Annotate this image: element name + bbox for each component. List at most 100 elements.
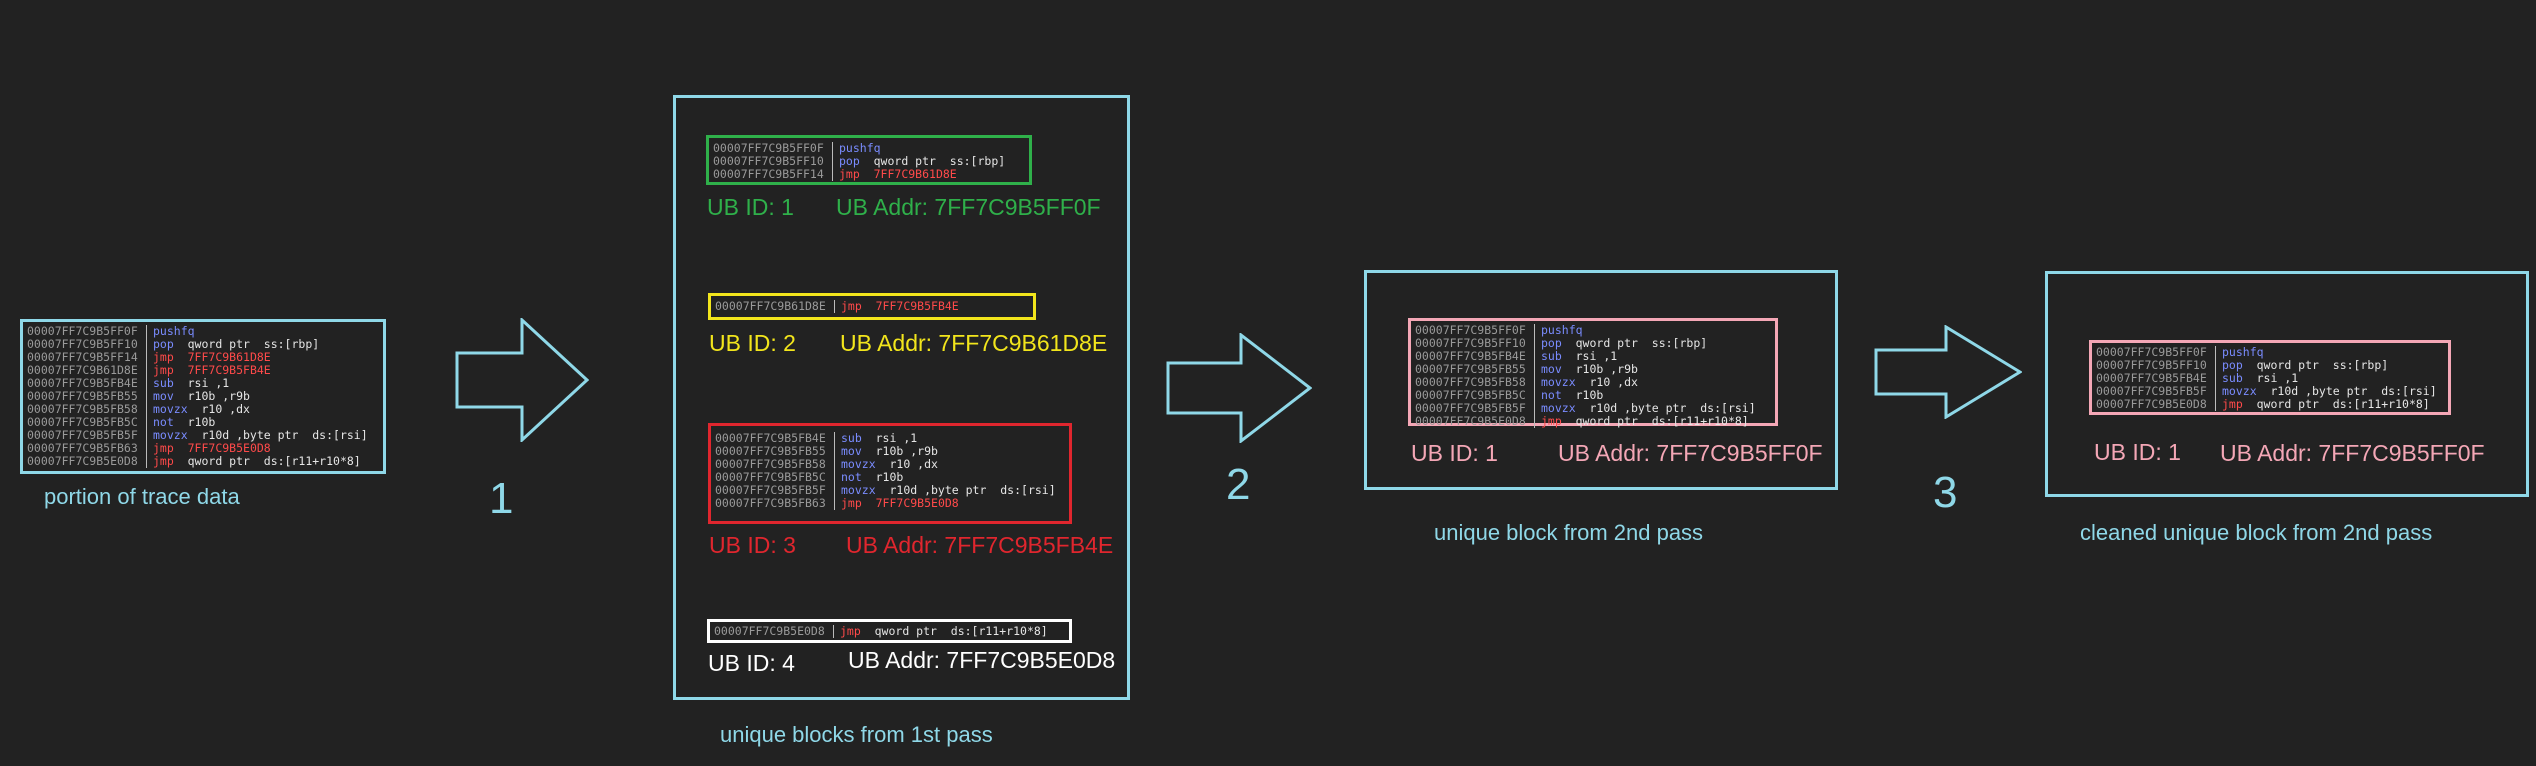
- instruction-address: 00007FF7C9B5FB55: [1411, 363, 1535, 376]
- operands: r10b: [861, 470, 904, 484]
- operands: r10b ,r9b: [861, 444, 938, 458]
- operands: r10b: [173, 415, 216, 429]
- instruction-address: 00007FF7C9B5FF10: [1411, 337, 1535, 350]
- instruction-address: 00007FF7C9B5E0D8: [1411, 415, 1535, 428]
- mnemonic: pop: [2222, 358, 2243, 372]
- mnemonic: movzx: [1541, 401, 1576, 415]
- code-line: 00007FF7C9B5E0D8 jmp qword ptr ds:[r11+r1…: [2092, 398, 2448, 411]
- instruction-address: 00007FF7C9B5FF0F: [2092, 346, 2216, 359]
- operands: qword ptr ds:[r11+r10*8]: [2242, 397, 2430, 411]
- pass1-caption: unique blocks from 1st pass: [720, 722, 993, 747]
- instruction-address: 00007FF7C9B5FB63: [23, 442, 147, 455]
- instruction-address: 00007FF7C9B61D8E: [711, 300, 835, 313]
- instruction-address: 00007FF7C9B5FB5C: [23, 416, 147, 429]
- instruction-text: jmp qword ptr ds:[r11+r10*8]: [1535, 415, 1749, 428]
- instruction-address: 00007FF7C9B5FB55: [711, 445, 835, 458]
- arrow-right-icon: [455, 318, 589, 442]
- mnemonic: pushfq: [2222, 345, 2264, 359]
- instruction-address: 00007FF7C9B5E0D8: [2092, 398, 2216, 411]
- instruction-text: sub rsi ,1: [835, 432, 917, 445]
- operands: r10b ,r9b: [1561, 362, 1638, 376]
- instruction-text: pop qword ptr ss:[rbp]: [147, 338, 319, 351]
- mnemonic: movzx: [1541, 375, 1576, 389]
- instruction-address: 00007FF7C9B5FB58: [711, 458, 835, 471]
- operands: qword ptr ss:[rbp]: [2242, 358, 2389, 372]
- code-line: 00007FF7C9B5FF0F pushfq: [2092, 346, 2448, 359]
- instruction-text: pushfq: [1535, 324, 1583, 337]
- mnemonic: movzx: [841, 457, 876, 471]
- instruction-text: jmp 7FF7C9B5E0D8: [835, 497, 959, 510]
- operands: rsi ,1: [861, 431, 918, 445]
- instruction-address: 00007FF7C9B5FB5F: [711, 484, 835, 497]
- instruction-address: 00007FF7C9B5FB5F: [23, 429, 147, 442]
- instruction-text: mov r10b ,r9b: [835, 445, 938, 458]
- instruction-address: 00007FF7C9B5FB4E: [2092, 372, 2216, 385]
- instruction-text: jmp qword ptr ds:[r11+r10*8]: [834, 625, 1048, 638]
- instruction-text: movzx r10 ,dx: [835, 458, 938, 471]
- instruction-text: jmp 7FF7C9B5E0D8: [147, 442, 271, 455]
- instruction-address: 00007FF7C9B5FF14: [23, 351, 147, 364]
- mnemonic: not: [1541, 388, 1562, 402]
- operands: qword ptr ds:[r11+r10*8]: [860, 624, 1048, 638]
- mnemonic: movzx: [2222, 384, 2257, 398]
- instruction-address: 00007FF7C9B5E0D8: [710, 625, 834, 638]
- instruction-text: jmp 7FF7C9B61D8E: [833, 168, 957, 181]
- mnemonic: jmp: [2222, 397, 2243, 411]
- instruction-address: 00007FF7C9B5FF0F: [709, 142, 833, 155]
- mnemonic: movzx: [153, 402, 188, 416]
- instruction-text: pushfq: [833, 142, 881, 155]
- instruction-text: pop qword ptr ss:[rbp]: [833, 155, 1005, 168]
- instruction-text: mov r10b ,r9b: [1535, 363, 1638, 376]
- instruction-address: 00007FF7C9B61D8E: [23, 364, 147, 377]
- arrow-right-icon: [1166, 333, 1312, 443]
- instruction-text: not r10b: [147, 416, 215, 429]
- instruction-text: pop qword ptr ss:[rbp]: [2216, 359, 2388, 372]
- instruction-address: 00007FF7C9B5FF0F: [23, 325, 147, 338]
- mnemonic: mov: [153, 389, 174, 403]
- pass2-addr-label: UB Addr: 7FF7C9B5FF0F: [1558, 440, 1823, 466]
- instruction-text: jmp 7FF7C9B5FB4E: [835, 300, 959, 313]
- mnemonic: pushfq: [153, 324, 195, 338]
- operands: r10 ,dx: [875, 457, 938, 471]
- instruction-text: mov r10b ,r9b: [147, 390, 250, 403]
- code-line: 00007FF7C9B5FF0F pushfq: [23, 325, 383, 338]
- ub4-id-label: UB ID: 4: [708, 650, 795, 676]
- mnemonic: jmp: [153, 454, 174, 468]
- instruction-text: jmp qword ptr ds:[r11+r10*8]: [147, 455, 361, 468]
- pass1-container: [673, 95, 1130, 700]
- instruction-address: 00007FF7C9B5FB5F: [2092, 385, 2216, 398]
- pass2-container: [1364, 270, 1838, 490]
- operands: r10 ,dx: [1575, 375, 1638, 389]
- instruction-text: movzx r10d ,byte ptr ds:[rsi]: [2216, 385, 2437, 398]
- operands: r10 ,dx: [187, 402, 250, 416]
- instruction-address: 00007FF7C9B5FF0F: [1411, 324, 1535, 337]
- instruction-text: not r10b: [1535, 389, 1603, 402]
- ub1-addr-label: UB Addr: 7FF7C9B5FF0F: [836, 194, 1101, 220]
- operands: 7FF7C9B5FB4E: [173, 363, 271, 377]
- operands: qword ptr ss:[rbp]: [859, 154, 1006, 168]
- operands: qword ptr ss:[rbp]: [1561, 336, 1708, 350]
- operands: rsi ,1: [2242, 371, 2299, 385]
- operands: r10d ,byte ptr ds:[rsi]: [2256, 384, 2437, 398]
- instruction-text: pushfq: [147, 325, 195, 338]
- operands: r10b: [1561, 388, 1604, 402]
- pass3-id-label: UB ID: 1: [2094, 439, 2181, 465]
- instruction-address: 00007FF7C9B5FB4E: [711, 432, 835, 445]
